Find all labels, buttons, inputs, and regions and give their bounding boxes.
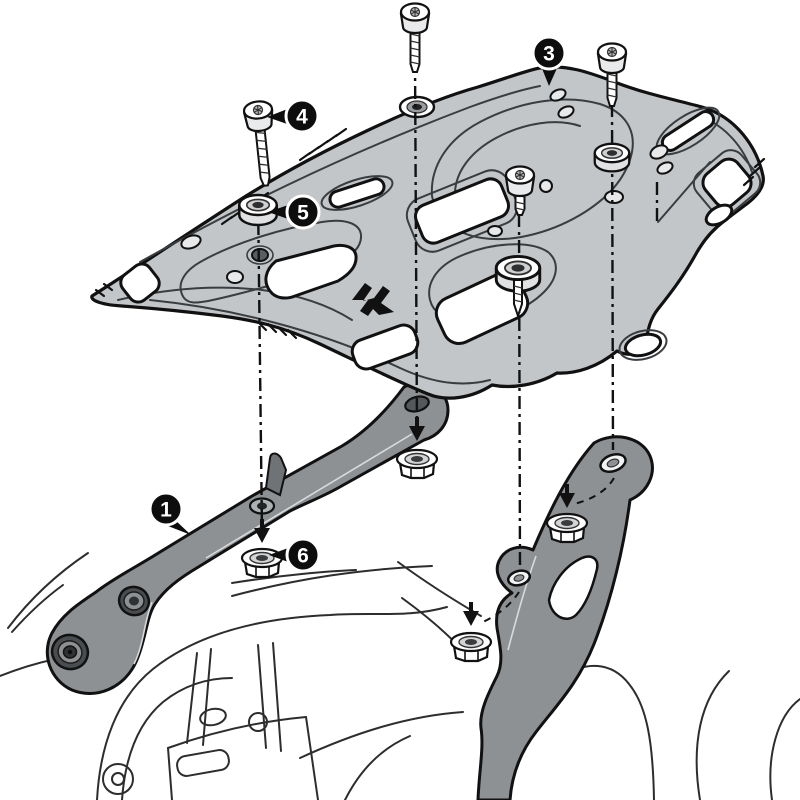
callout-4-label: 4 (296, 106, 308, 129)
pan-head-screw (596, 42, 628, 107)
rubber-bushing (50, 633, 90, 671)
callout-5-label: 5 (297, 202, 309, 225)
arm-cutout (547, 555, 599, 620)
plate-bolt-hole (251, 248, 269, 262)
callout-6: 6 (269, 537, 321, 573)
plate-contours (117, 85, 762, 385)
pan-head-screw (242, 100, 274, 187)
flange-nut (449, 631, 493, 663)
nut-leader-lines (482, 477, 615, 623)
plate-grommet (398, 95, 436, 119)
rack-plate (90, 65, 766, 400)
callout-5: 5 (268, 194, 321, 230)
pan-head-screw (504, 165, 536, 216)
distance-sleeve (238, 193, 278, 227)
callout-1: 1 (148, 491, 191, 535)
callout-6-label: 6 (297, 545, 309, 568)
pan-head-screw (399, 2, 431, 73)
flange-nut (240, 547, 284, 579)
arm-hook-tab (264, 452, 288, 497)
rubber-bushing (117, 585, 151, 617)
callout-1-label: 1 (160, 499, 172, 522)
callout-4: 4 (267, 98, 320, 134)
adapter-arm-left (45, 382, 450, 695)
motorcycle-rear-outline (0, 552, 800, 800)
adapter-arm-right (476, 435, 654, 800)
brand-logo (352, 283, 394, 316)
screw-tip (513, 279, 523, 320)
flange-nut (395, 448, 439, 480)
distance-sleeve (494, 254, 542, 293)
flange-nut (545, 512, 589, 544)
distance-sleeve (593, 142, 631, 173)
plate-holes (180, 88, 674, 284)
assembly-arrows (254, 417, 575, 626)
callout-3: 3 (531, 35, 567, 86)
callout-3-label: 3 (543, 43, 555, 66)
